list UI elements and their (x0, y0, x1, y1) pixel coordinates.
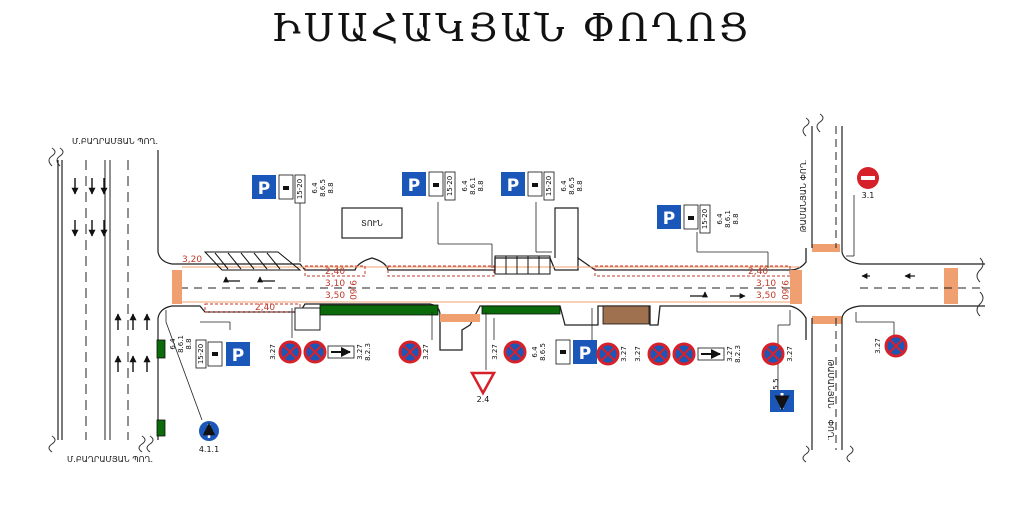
svg-text:15-20: 15-20 (545, 176, 553, 196)
street-label-right-bottom-1: ԹԱՄԱՆՅԱՆ (826, 359, 835, 408)
svg-text:8.6.5: 8.6.5 (539, 343, 547, 361)
svg-text:8.8: 8.8 (477, 180, 485, 191)
svg-text:6.4: 6.4 (716, 213, 724, 225)
no-stopping-sign-group-3: 3.27 (491, 340, 527, 364)
svg-text:3.1: 3.1 (862, 191, 875, 200)
dim-240-top: 2,40 (325, 267, 345, 277)
svg-text:6.4: 6.4 (169, 338, 177, 350)
svg-text:3.27: 3.27 (422, 344, 430, 360)
svg-text:3.27: 3.27 (634, 346, 642, 362)
dim-310-left: 3,10 (325, 279, 345, 289)
dim-960-right: 9,60 (779, 280, 789, 300)
svg-text:2.4: 2.4 (477, 395, 490, 404)
svg-text:3.27: 3.27 (269, 344, 277, 360)
parking-sign-group-1: P 15-20 6.4 8.6.5 8.8 (252, 174, 335, 204)
dim-960-left: 9,60 (347, 280, 357, 300)
parking-p-icon: P (579, 344, 591, 364)
svg-text:15-20: 15-20 (296, 179, 304, 199)
right-street: ԹԱՄԱՆՅԱՆ ՓՈՂ. ԹԱՄԱՆՅԱՆ ՓՈՂ. (799, 113, 985, 463)
svg-text:3.27: 3.27 (356, 344, 364, 360)
svg-text:3.27: 3.27 (620, 346, 628, 362)
svg-text:8.6.1: 8.6.1 (177, 335, 185, 353)
svg-text:8.6.1: 8.6.1 (724, 210, 732, 228)
parking-p-icon: P (258, 179, 270, 199)
no-stopping-sign-group-6: 3.27 (874, 334, 908, 358)
no-entry-sign: 3.1 (857, 167, 879, 200)
parking-sign-group-bottom-left: 6.4 8.6.1 8.8 15-20 P (169, 335, 250, 369)
straight-ahead-sign: 4.1.1 (199, 421, 219, 454)
dim-320: 3,20 (182, 255, 202, 265)
svg-text:8.6.5: 8.6.5 (319, 179, 327, 197)
page-title: ԻՍԱՀԱԿՅԱՆ ՓՈՂՈՑ (271, 6, 751, 50)
no-stopping-sign-group-1: 3.27 3.27 8.2.3 (269, 340, 372, 364)
dim-240-right: 2,40 (748, 267, 768, 277)
dim-310-right: 3,10 (756, 279, 776, 289)
street-label-left-top: Մ.ԲԱՂՐԱՄՅԱՆ ՊՈՂ. (72, 137, 158, 146)
parking-sign-group-2: P 15-20 6.4 8.6.1 8.8 (402, 171, 485, 201)
svg-text:8.6.1: 8.6.1 (469, 177, 477, 195)
street-label-left-bottom: Մ.ԲԱՂՐԱՄՅԱՆ ՊՈՂ. (67, 455, 153, 464)
parking-p-icon: P (232, 346, 244, 366)
svg-text:6.4: 6.4 (311, 182, 319, 194)
dimensions: 3,20 2,40 3,10 3,50 2,40 9,60 2,40 3,10 … (182, 255, 789, 313)
yield-sign: 2.4 (469, 371, 497, 404)
svg-text:6.4: 6.4 (461, 180, 469, 192)
svg-text:3.27: 3.27 (874, 338, 882, 354)
svg-text:8.8: 8.8 (576, 180, 584, 191)
svg-text:15-20: 15-20 (446, 176, 454, 196)
svg-text:8.8: 8.8 (327, 182, 335, 193)
dim-350-left: 3,50 (325, 291, 345, 301)
no-stopping-sign-group-5: 3.27 5.5 (761, 342, 794, 412)
svg-text:4.1.1: 4.1.1 (199, 445, 219, 454)
svg-text:3.27: 3.27 (491, 344, 499, 360)
parking-sign-group-bottom-mid: 6.4 8.6.5 P (531, 339, 597, 365)
parking-sign-group-4: P 15-20 6.4 8.6.1 8.8 (657, 204, 740, 234)
yield-icon (469, 371, 497, 396)
svg-text:3.27: 3.27 (786, 346, 794, 362)
building (341, 207, 403, 239)
no-stopping-sign-group-2: 3.27 (398, 340, 430, 364)
no-stopping-sign-group-4: 3.27 3.27 3.27 8.2.3 (596, 342, 742, 366)
svg-text:8.2.3: 8.2.3 (734, 345, 742, 363)
svg-text:3.27: 3.27 (726, 346, 734, 362)
left-street: Մ.ԲԱՂՐԱՄՅԱՆ ՊՈՂ. Մ.ԲԱՂՐԱՄՅԱՆ ՊՈՂ. (48, 137, 173, 464)
svg-text:6.4: 6.4 (560, 180, 568, 192)
svg-text:15-20: 15-20 (197, 344, 205, 364)
parking-sign-group-3: P 15-20 6.4 8.6.5 8.8 (501, 171, 584, 201)
svg-text:8.6.5: 8.6.5 (568, 177, 576, 195)
street-label-right-top: ԹԱՄԱՆՅԱՆ ՓՈՂ. (799, 160, 808, 233)
dim-240-bottom: 2,40 (255, 303, 275, 313)
building-label: ՏՈՒՆ (361, 219, 383, 228)
svg-text:15-20: 15-20 (701, 209, 709, 229)
svg-text:8.8: 8.8 (185, 338, 193, 349)
dim-350-right: 3,50 (756, 291, 776, 301)
parking-p-icon: P (663, 209, 675, 229)
svg-text:5.5: 5.5 (772, 378, 780, 389)
street-label-right-bottom-2: ՓՈՂ. (826, 420, 835, 441)
parking-p-icon: P (507, 176, 519, 196)
svg-text:8.2.3: 8.2.3 (364, 343, 372, 361)
main-street: ՏՈՒՆ (172, 207, 958, 351)
svg-text:8.8: 8.8 (732, 213, 740, 224)
parking-p-icon: P (408, 176, 420, 196)
svg-text:6.4: 6.4 (531, 346, 539, 358)
